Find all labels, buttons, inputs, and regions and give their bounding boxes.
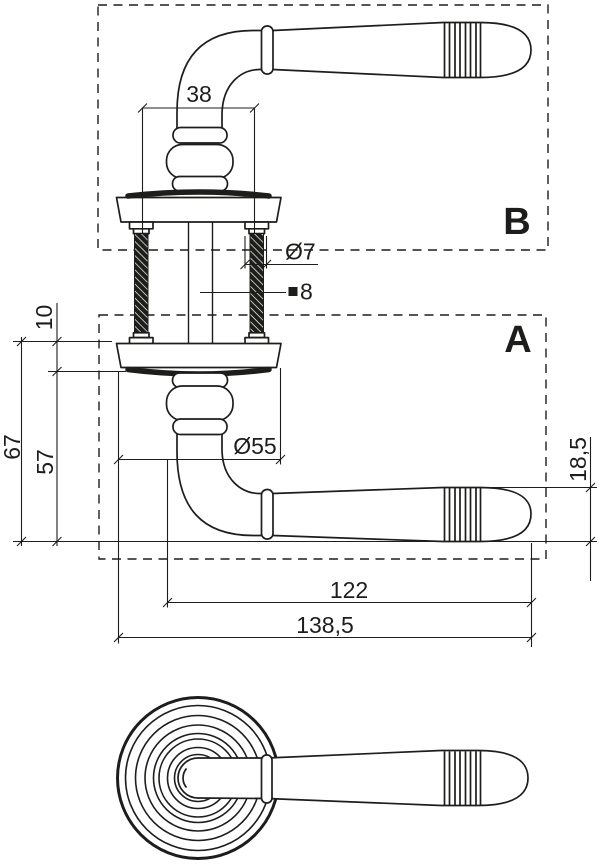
lever-outline-a — [176, 432, 532, 543]
view-box-b — [97, 4, 549, 251]
handle-front-view — [116, 696, 529, 860]
grip-ribs-front — [443, 751, 482, 805]
overall-length-label: 138,5 — [296, 612, 354, 638]
dimension-spindle: 8 — [200, 279, 313, 305]
rose-height-label: 10 — [31, 305, 57, 331]
rose-a — [115, 342, 282, 369]
dimension-bolt-diameter: Ø7 — [240, 236, 318, 270]
handle-side-view-b — [115, 21, 532, 223]
handle-side-view-a — [115, 342, 532, 543]
grip-diameter-label: 18,5 — [565, 437, 591, 482]
view-label-a: A — [504, 319, 531, 361]
threaded-bolt-right — [249, 233, 264, 334]
lever-outline-b — [176, 21, 532, 132]
dimension-heights-left: 10 67 57 — [0, 303, 597, 547]
dimension-38: 38 — [137, 81, 260, 233]
dimension-grip-diameter: 18,5 — [478, 437, 597, 581]
lever-collar-a — [260, 488, 274, 540]
dimension-lengths-bottom: 122 138,5 — [113, 460, 537, 647]
neck-bulb-a — [165, 385, 234, 422]
neck-ring-b1 — [172, 126, 228, 144]
lever-collar-b — [260, 25, 274, 75]
neck-ring-b2 — [171, 175, 229, 192]
grip-ribs-b — [443, 23, 482, 77]
view-label-b: B — [503, 201, 530, 243]
overall-height-label: 67 — [0, 434, 25, 460]
square-icon — [288, 287, 298, 296]
neck-bulb-b — [165, 143, 234, 180]
lever-collar-front — [260, 754, 273, 804]
grip-ribs-a — [443, 488, 482, 541]
rose-diameter-label: Ø55 — [233, 433, 276, 459]
rose-shadow-band-b — [125, 189, 272, 199]
lever-length-label: 122 — [330, 577, 368, 603]
neck-arc-front — [182, 767, 188, 789]
bolt-heads-b — [128, 221, 270, 235]
bolt-spacing-label: 38 — [186, 81, 212, 107]
view-box-a — [98, 314, 547, 560]
dimension-rose-diameter: Ø55 — [113, 368, 286, 644]
neck-ring-a1 — [172, 418, 228, 436]
threaded-bolt-left — [134, 233, 149, 334]
bolt-heads-a — [128, 331, 270, 346]
handle-height-label: 57 — [32, 449, 58, 475]
bolt-diameter-label: Ø7 — [285, 239, 316, 265]
fixing-bolts-and-spindle — [128, 221, 270, 346]
spindle-size-label: 8 — [300, 279, 313, 305]
rose-b — [115, 196, 282, 223]
